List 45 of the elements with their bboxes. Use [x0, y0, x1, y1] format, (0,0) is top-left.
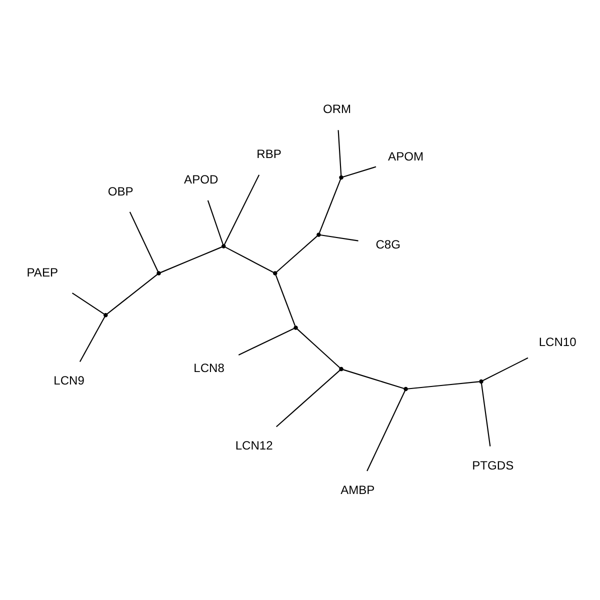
node-text: APOD — [184, 172, 218, 186]
node-text: AMBP — [340, 482, 375, 496]
connector — [318, 178, 342, 233]
connector — [342, 368, 404, 389]
connector — [338, 130, 342, 176]
connector — [276, 369, 340, 427]
connector — [320, 234, 358, 241]
connector — [482, 356, 528, 381]
connector — [275, 274, 296, 326]
connector — [407, 380, 480, 389]
node-point — [294, 325, 298, 330]
connector — [238, 327, 294, 355]
node-point — [273, 270, 278, 275]
node-text: C8G — [376, 237, 400, 252]
node-text: LCN10 — [538, 334, 576, 348]
node-text: PAEP — [26, 264, 58, 279]
connector — [366, 390, 406, 471]
node-point — [479, 378, 484, 384]
connector — [480, 382, 491, 446]
node-text: ORM — [322, 102, 352, 116]
node-point — [404, 386, 408, 391]
connector — [342, 166, 376, 178]
connector — [79, 316, 106, 362]
node-point — [316, 232, 321, 236]
connector — [207, 200, 224, 244]
connector — [72, 292, 104, 314]
node-point — [156, 270, 161, 275]
node-point — [339, 366, 344, 371]
node-point — [222, 244, 226, 248]
node-text: LCN9 — [54, 373, 84, 388]
connector — [225, 246, 274, 272]
node-point — [339, 174, 344, 180]
node-text: LCN8 — [194, 360, 224, 375]
connector — [296, 328, 340, 368]
connector — [160, 246, 222, 273]
node-text: OBP — [108, 184, 134, 198]
node-text: APOM — [388, 149, 424, 164]
node-point — [104, 312, 108, 317]
node-text: RBP — [256, 146, 282, 160]
connector — [129, 211, 158, 272]
node-text: LCN12 — [235, 438, 273, 452]
connector — [276, 235, 318, 272]
connector — [106, 273, 158, 314]
connector — [224, 174, 260, 244]
node-text: PTGDS — [472, 458, 514, 472]
